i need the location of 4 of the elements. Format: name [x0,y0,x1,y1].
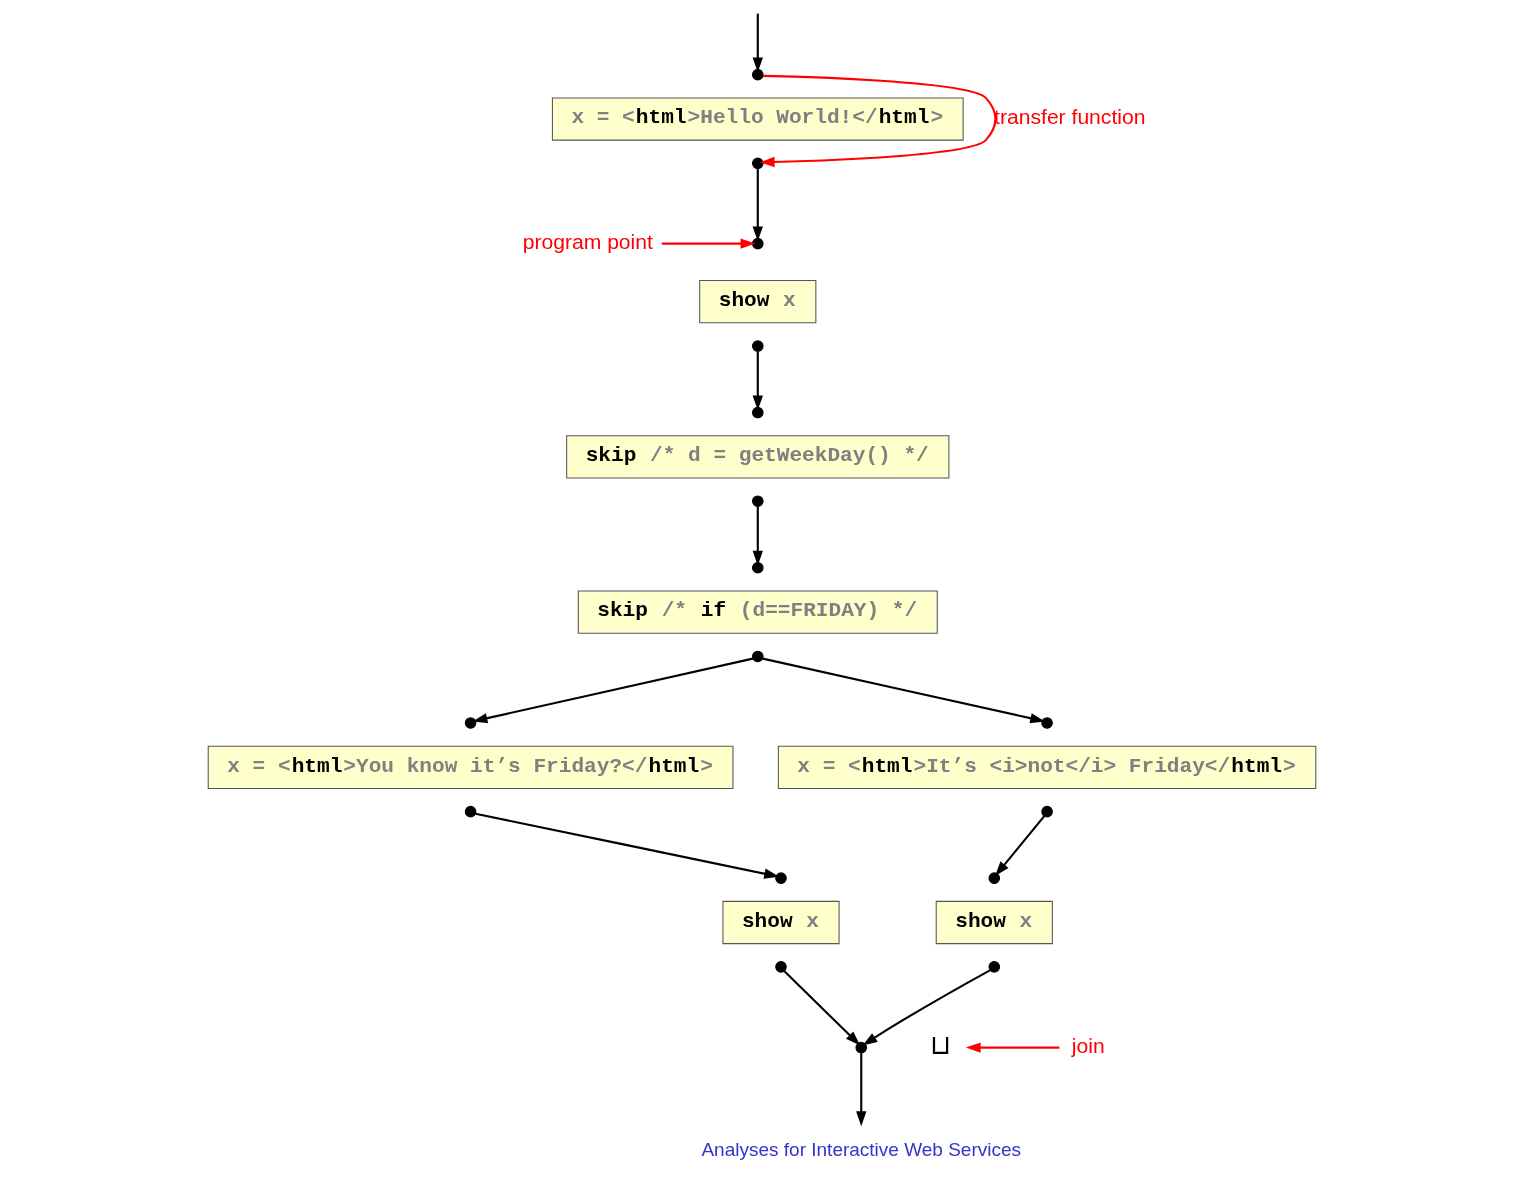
node-text: program point [522,229,653,253]
label: Analyses for Interactive Web Services [701,1138,1022,1160]
node-text: join [1071,1033,1105,1057]
node-text: ⊔ [929,1029,951,1061]
